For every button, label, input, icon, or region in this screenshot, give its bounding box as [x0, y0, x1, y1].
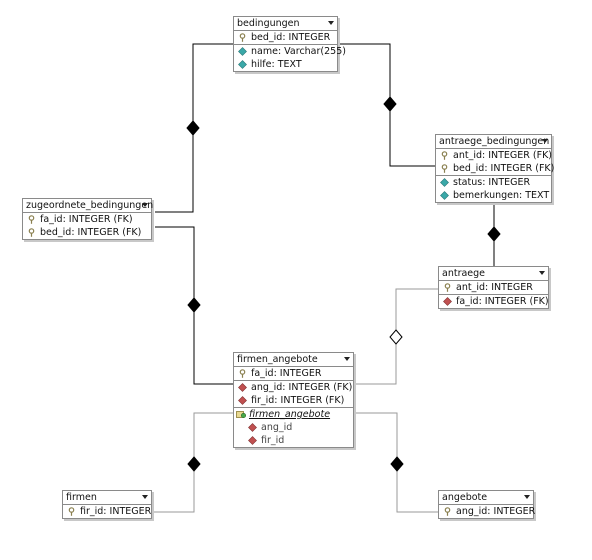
attribute-diamond-icon	[238, 47, 247, 56]
column-row[interactable]: ang_id: INTEGER	[439, 505, 536, 518]
column-label: fir_id: INTEGER	[80, 506, 152, 517]
column-row[interactable]: status: INTEGER	[436, 176, 551, 189]
attribute-diamond-icon	[238, 60, 247, 69]
table-header[interactable]: bedingungen	[234, 17, 337, 31]
table-title: antraege	[442, 268, 486, 279]
key-icon	[443, 507, 452, 516]
table-header[interactable]: angebote	[439, 491, 533, 505]
index-name: firmen_angebote	[249, 409, 331, 420]
rel-diamond-angebote-firmen-angebote	[390, 456, 404, 472]
table-firmen[interactable]: firmen fir_id: INTEGER	[62, 490, 152, 519]
key-icon	[238, 33, 247, 42]
column-label: fir_id: INTEGER (FK)	[251, 395, 345, 406]
key-icon	[27, 215, 36, 224]
attribute-diamond-icon	[440, 178, 449, 187]
table-bedingungen[interactable]: bedingungen bed_id: INTEGER name: Varcha…	[233, 16, 346, 72]
key-icon	[238, 369, 247, 378]
index-column-row[interactable]: ang_id	[234, 421, 353, 434]
key-icon	[27, 228, 36, 237]
column-label: status: INTEGER	[453, 177, 531, 188]
column-label: name: Varchar(255)	[251, 46, 346, 57]
key-icon	[443, 283, 452, 292]
column-row[interactable]: ant_id: INTEGER (FK)	[436, 149, 553, 162]
rel-diamond-bedingungen-zugeordnete	[186, 120, 200, 136]
key-icon	[440, 164, 449, 173]
column-label: bed_id: INTEGER	[251, 32, 331, 43]
table-antraege-bedingungen[interactable]: antraege_bedingungen ant_id: INTEGER (FK…	[435, 134, 555, 203]
column-label: bed_id: INTEGER (FK)	[40, 227, 142, 238]
foreign-key-diamond-icon	[443, 297, 452, 306]
column-row[interactable]: fa_id: INTEGER (FK)	[23, 213, 151, 226]
table-header[interactable]: antraege_bedingungen	[436, 135, 551, 149]
column-row[interactable]: ang_id: INTEGER (FK)	[234, 381, 353, 394]
rel-diamond-firmen-firmen-angebote	[187, 456, 201, 472]
table-title: antraege_bedingungen	[439, 136, 550, 147]
column-label: bemerkungen: TEXT	[453, 190, 550, 201]
column-row[interactable]: fa_id: INTEGER	[234, 367, 353, 381]
column-row[interactable]: fa_id: INTEGER (FK)	[439, 295, 549, 308]
table-title: bedingungen	[237, 18, 300, 29]
column-row[interactable]: fir_id: INTEGER	[63, 505, 151, 518]
chevron-down-icon[interactable]	[524, 495, 530, 499]
table-firmen-angebote[interactable]: firmen_angebote fa_id: INTEGER ang_id: I…	[233, 352, 354, 448]
table-title: zugeordnete_bedingungen	[26, 200, 154, 211]
chevron-down-icon[interactable]	[344, 357, 350, 361]
table-zugeordnete-bedingungen[interactable]: zugeordnete_bedingungen fa_id: INTEGER (…	[22, 198, 154, 240]
column-label: ang_id: INTEGER	[456, 506, 536, 517]
column-row[interactable]: ant_id: INTEGER	[439, 281, 548, 295]
key-icon	[440, 151, 449, 160]
chevron-down-icon[interactable]	[328, 21, 334, 25]
foreign-key-diamond-icon	[248, 436, 257, 445]
foreign-key-diamond-icon	[248, 423, 257, 432]
column-label: fa_id: INTEGER	[251, 368, 322, 379]
column-row[interactable]: hilfe: TEXT	[234, 58, 337, 71]
column-label: fa_id: INTEGER (FK)	[456, 296, 549, 307]
foreign-key-diamond-icon	[238, 396, 247, 405]
table-title: firmen_angebote	[237, 354, 318, 365]
table-title: angebote	[442, 492, 488, 503]
index-column-label: ang_id	[261, 422, 293, 433]
chevron-down-icon[interactable]	[142, 203, 148, 207]
index-icon	[236, 410, 246, 419]
table-header[interactable]: antraege	[439, 267, 548, 281]
column-label: ant_id: INTEGER (FK)	[453, 150, 553, 161]
column-row[interactable]: bed_id: INTEGER (FK)	[436, 162, 555, 176]
index-row[interactable]: firmen_angebote	[234, 408, 353, 421]
index-column-label: fir_id	[261, 435, 285, 446]
rel-diamond-firmen-angebote-antraege	[389, 329, 403, 345]
column-label: hilfe: TEXT	[251, 59, 302, 70]
key-icon	[67, 507, 76, 516]
column-label: fa_id: INTEGER (FK)	[40, 214, 133, 225]
table-header[interactable]: firmen	[63, 491, 151, 505]
table-header[interactable]: firmen_angebote	[234, 353, 353, 367]
chevron-down-icon[interactable]	[539, 271, 545, 275]
chevron-down-icon[interactable]	[142, 495, 148, 499]
table-angebote[interactable]: angebote ang_id: INTEGER	[438, 490, 536, 519]
index-column-row[interactable]: fir_id	[234, 434, 353, 447]
table-antraege[interactable]: antraege ant_id: INTEGER fa_id: INTEGER …	[438, 266, 549, 309]
column-label: ant_id: INTEGER	[456, 282, 533, 293]
column-label: ang_id: INTEGER (FK)	[251, 382, 353, 393]
rel-diamond-antraege-antraege-bedingungen	[487, 226, 501, 242]
chevron-down-icon[interactable]	[542, 139, 548, 143]
foreign-key-diamond-icon	[238, 383, 247, 392]
column-label: bed_id: INTEGER (FK)	[453, 163, 555, 174]
column-row[interactable]: name: Varchar(255)	[234, 45, 346, 58]
column-row[interactable]: bed_id: INTEGER (FK)	[23, 226, 151, 239]
rel-diamond-bedingungen-antraege-bedingungen	[383, 96, 397, 112]
column-row[interactable]: fir_id: INTEGER (FK)	[234, 394, 353, 408]
column-row[interactable]: bed_id: INTEGER	[234, 31, 337, 45]
column-row[interactable]: bemerkungen: TEXT	[436, 189, 551, 202]
table-title: firmen	[66, 492, 97, 503]
table-header[interactable]: zugeordnete_bedingungen	[23, 199, 154, 213]
rel-diamond-firmen-angebote-zugeordnete	[187, 297, 201, 313]
attribute-diamond-icon	[440, 191, 449, 200]
